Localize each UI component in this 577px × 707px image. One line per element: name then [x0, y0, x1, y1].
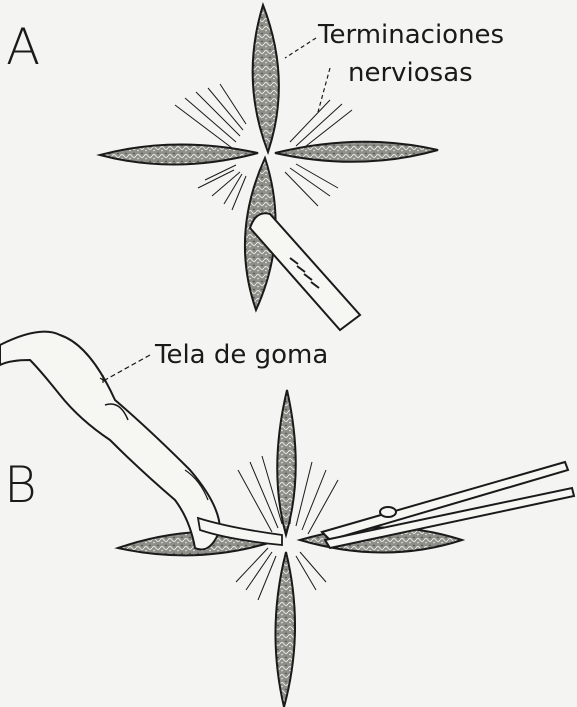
panel-b-flap-top: [277, 390, 296, 535]
panel-a-flap-top: [253, 5, 279, 152]
rubber-sheet-label: Tela de goma: [155, 342, 328, 368]
panel-b-leader-line: [105, 355, 150, 380]
panel-b-incision: [0, 332, 574, 707]
panel-a-incision: [100, 5, 438, 330]
panel-a-flap-right: [275, 142, 438, 162]
panel-a-letter: A: [6, 22, 40, 72]
panel-a-flap-left: [100, 144, 258, 164]
nerve-endings-label-line1: Terminaciones: [318, 22, 504, 48]
nerve-endings-label-line2: nerviosas: [348, 60, 473, 86]
panel-b-flap-bottom: [275, 552, 295, 707]
panel-b-letter: B: [4, 460, 37, 510]
